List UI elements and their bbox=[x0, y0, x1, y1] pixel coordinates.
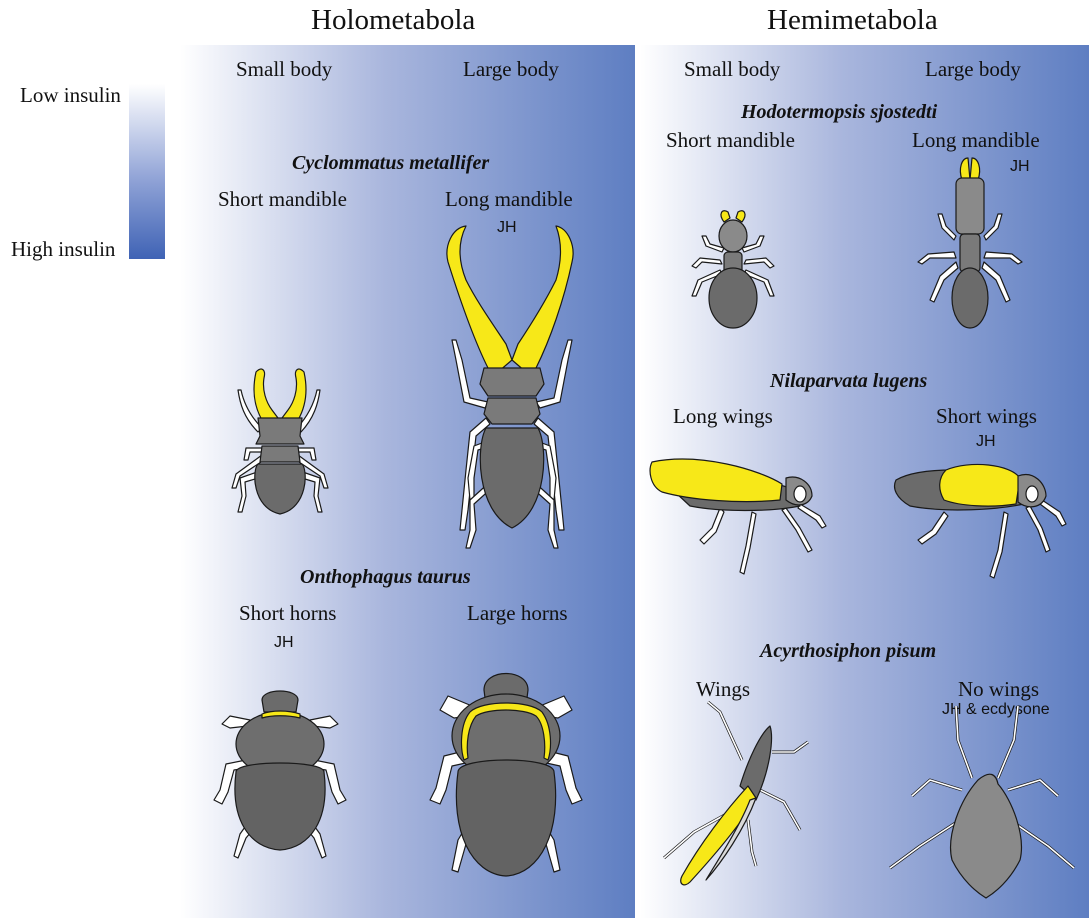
wingless-aphid-illustration bbox=[890, 706, 1074, 898]
large-horn-dung-beetle-illustration bbox=[430, 674, 582, 877]
small-termite-illustration bbox=[692, 211, 774, 328]
large-stag-beetle-illustration bbox=[447, 226, 573, 548]
short-wing-planthopper-illustration bbox=[895, 464, 1066, 578]
long-wing-planthopper-illustration bbox=[650, 459, 826, 574]
small-stag-beetle-illustration bbox=[232, 369, 328, 514]
winged-aphid-illustration bbox=[664, 702, 808, 885]
short-horn-dung-beetle-illustration bbox=[214, 691, 346, 858]
soldier-termite-illustration bbox=[918, 158, 1022, 328]
